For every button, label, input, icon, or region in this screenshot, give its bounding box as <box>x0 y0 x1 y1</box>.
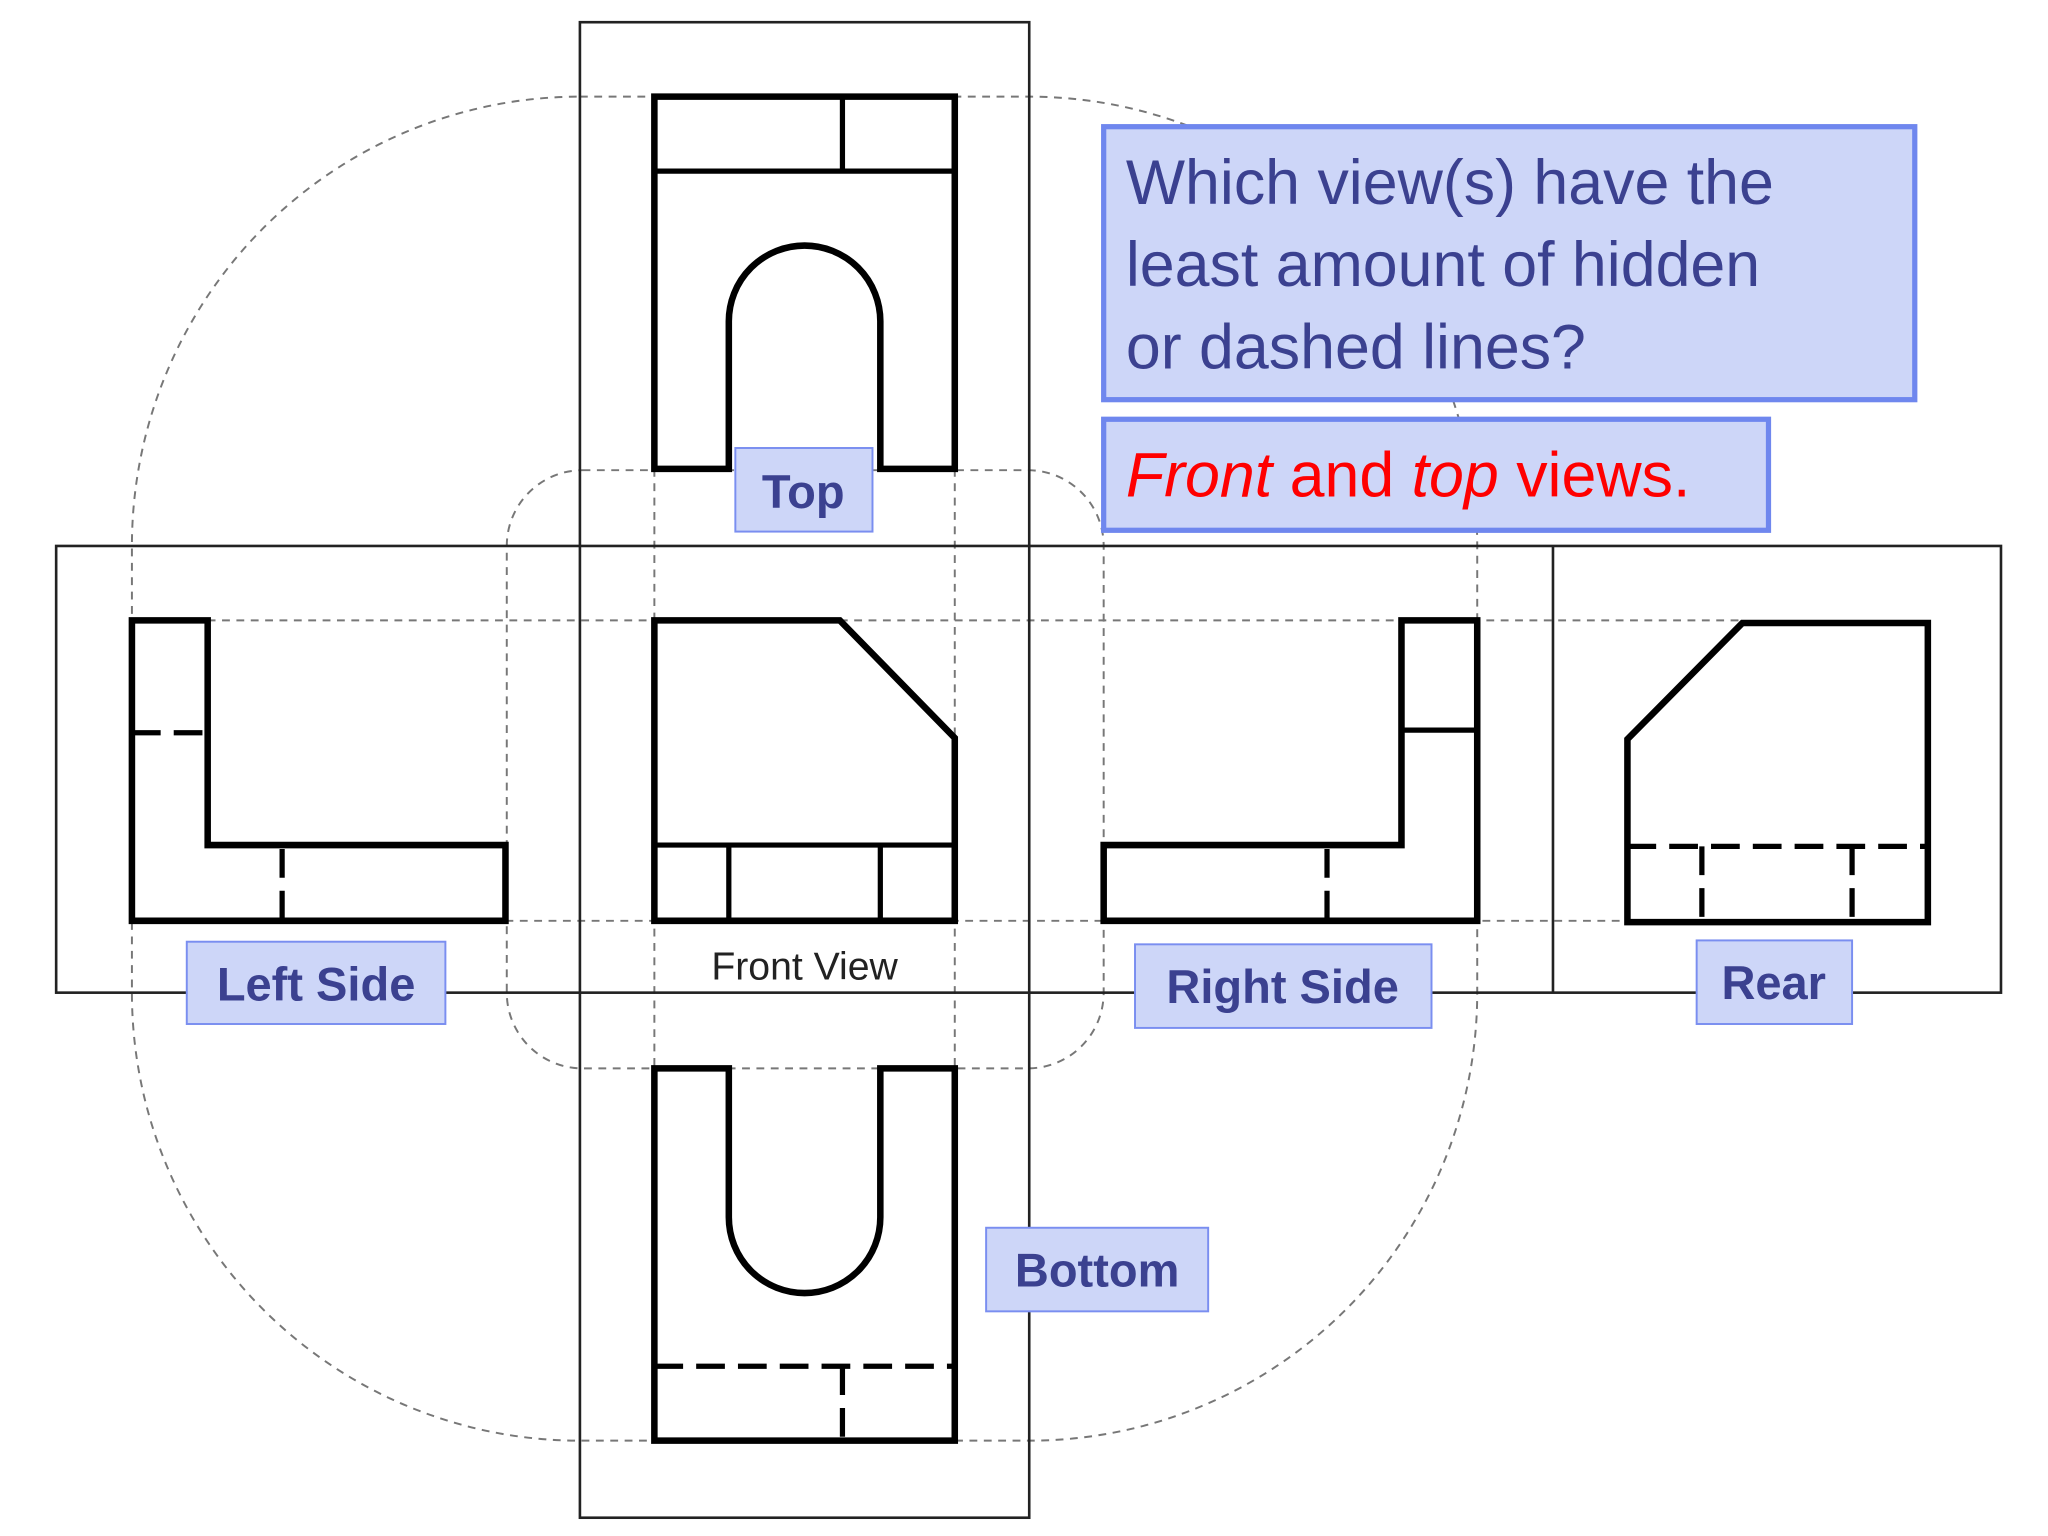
front-view <box>651 617 959 925</box>
bottom-view <box>651 1065 959 1444</box>
label-rear: Rear <box>1695 939 1854 1025</box>
view-frames <box>54 20 2003 1520</box>
answer-box: Front and top views. <box>1101 416 1772 533</box>
horizontal-frame <box>54 544 2003 994</box>
answer-views: views. <box>1499 440 1691 510</box>
front-view-label: Front View <box>711 946 898 989</box>
answer-and: and <box>1272 440 1411 510</box>
label-left-side: Left Side <box>185 940 447 1025</box>
question-line-2: least amount of hidden <box>1126 230 1760 300</box>
question-box: Which view(s) have the least amount of h… <box>1101 124 1918 403</box>
label-right-side: Right Side <box>1134 943 1433 1029</box>
question-line-1: Which view(s) have the <box>1126 148 1774 218</box>
label-top-text: Top <box>762 465 845 518</box>
label-bottom-text: Bottom <box>1015 1244 1180 1297</box>
answer-front: Front <box>1126 440 1275 510</box>
answer-text: Front and top views. <box>1126 440 1691 510</box>
left-side-view <box>128 617 509 925</box>
right-side-view <box>1100 617 1481 925</box>
label-top: Top <box>734 447 874 533</box>
question-line-3: or dashed lines? <box>1126 312 1586 382</box>
top-view <box>651 93 959 473</box>
vertical-frame <box>578 20 1031 1520</box>
rear-view <box>1624 619 1932 926</box>
answer-top: top <box>1412 440 1499 510</box>
label-rear-text: Rear <box>1721 956 1826 1009</box>
label-left-side-text: Left Side <box>217 957 416 1010</box>
label-bottom: Bottom <box>985 1226 1210 1313</box>
label-right-side-text: Right Side <box>1166 960 1398 1013</box>
